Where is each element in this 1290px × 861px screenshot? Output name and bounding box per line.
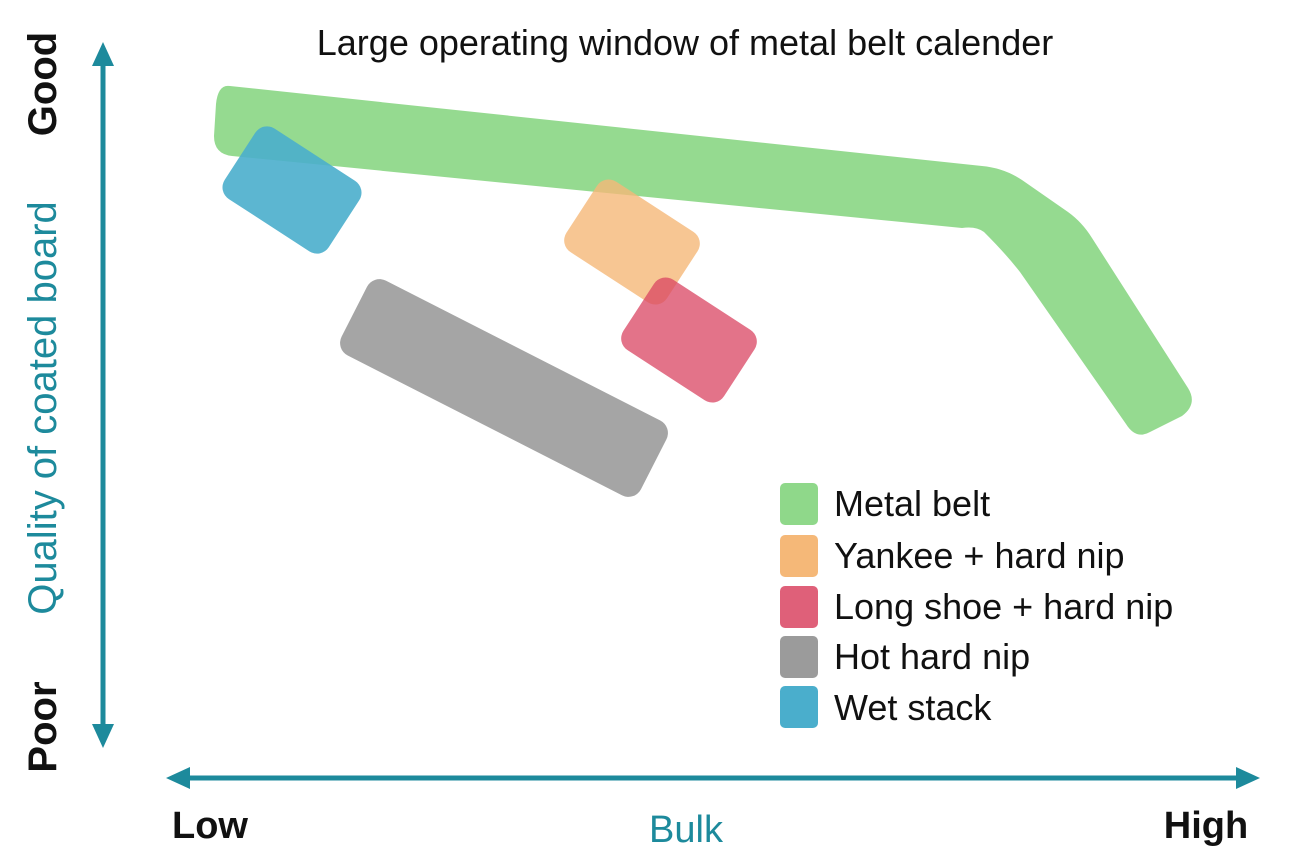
region-metal-belt bbox=[214, 85, 1192, 435]
x-axis-arrowhead-left bbox=[166, 767, 190, 789]
diagram-title: Large operating window of metal belt cal… bbox=[317, 22, 1053, 63]
region-yankee-hard-nip bbox=[564, 179, 700, 305]
y-axis-arrowhead-top bbox=[92, 42, 114, 66]
y-axis bbox=[92, 42, 114, 748]
legend-item-wet-stack: Wet stack bbox=[780, 686, 992, 728]
x-axis bbox=[166, 767, 1260, 789]
region-hot-hard-nip bbox=[340, 279, 668, 497]
y-axis-label: Quality of coated board bbox=[21, 201, 65, 615]
y-axis-top-label: Good bbox=[21, 32, 65, 136]
legend-label-yankee: Yankee + hard nip bbox=[834, 535, 1125, 576]
region-wet-stack bbox=[222, 126, 362, 254]
x-axis-arrowhead-right bbox=[1236, 767, 1260, 789]
y-axis-bottom-label: Poor bbox=[21, 681, 65, 772]
x-axis-label: Bulk bbox=[649, 809, 724, 851]
legend-item-hot-hard-nip: Hot hard nip bbox=[780, 636, 1030, 678]
legend-item-yankee: Yankee + hard nip bbox=[780, 535, 1125, 577]
x-axis-left-label: Low bbox=[172, 805, 248, 847]
legend-swatch-hot-hard-nip bbox=[780, 636, 818, 678]
legend: Metal belt Yankee + hard nip Long shoe +… bbox=[780, 483, 1173, 728]
legend-item-metal-belt: Metal belt bbox=[780, 483, 990, 525]
legend-label-metal-belt: Metal belt bbox=[834, 483, 990, 524]
legend-swatch-yankee bbox=[780, 535, 818, 577]
y-axis-arrowhead-bottom bbox=[92, 724, 114, 748]
legend-swatch-wet-stack bbox=[780, 686, 818, 728]
legend-swatch-metal-belt bbox=[780, 483, 818, 525]
region-long-shoe-hard-nip bbox=[621, 277, 757, 403]
legend-label-wet-stack: Wet stack bbox=[834, 687, 992, 728]
regions bbox=[214, 85, 1192, 497]
legend-label-long-shoe: Long shoe + hard nip bbox=[834, 586, 1173, 627]
legend-label-hot-hard-nip: Hot hard nip bbox=[834, 636, 1030, 677]
legend-swatch-long-shoe bbox=[780, 586, 818, 628]
x-axis-right-label: High bbox=[1164, 805, 1248, 847]
legend-item-long-shoe: Long shoe + hard nip bbox=[780, 586, 1173, 628]
